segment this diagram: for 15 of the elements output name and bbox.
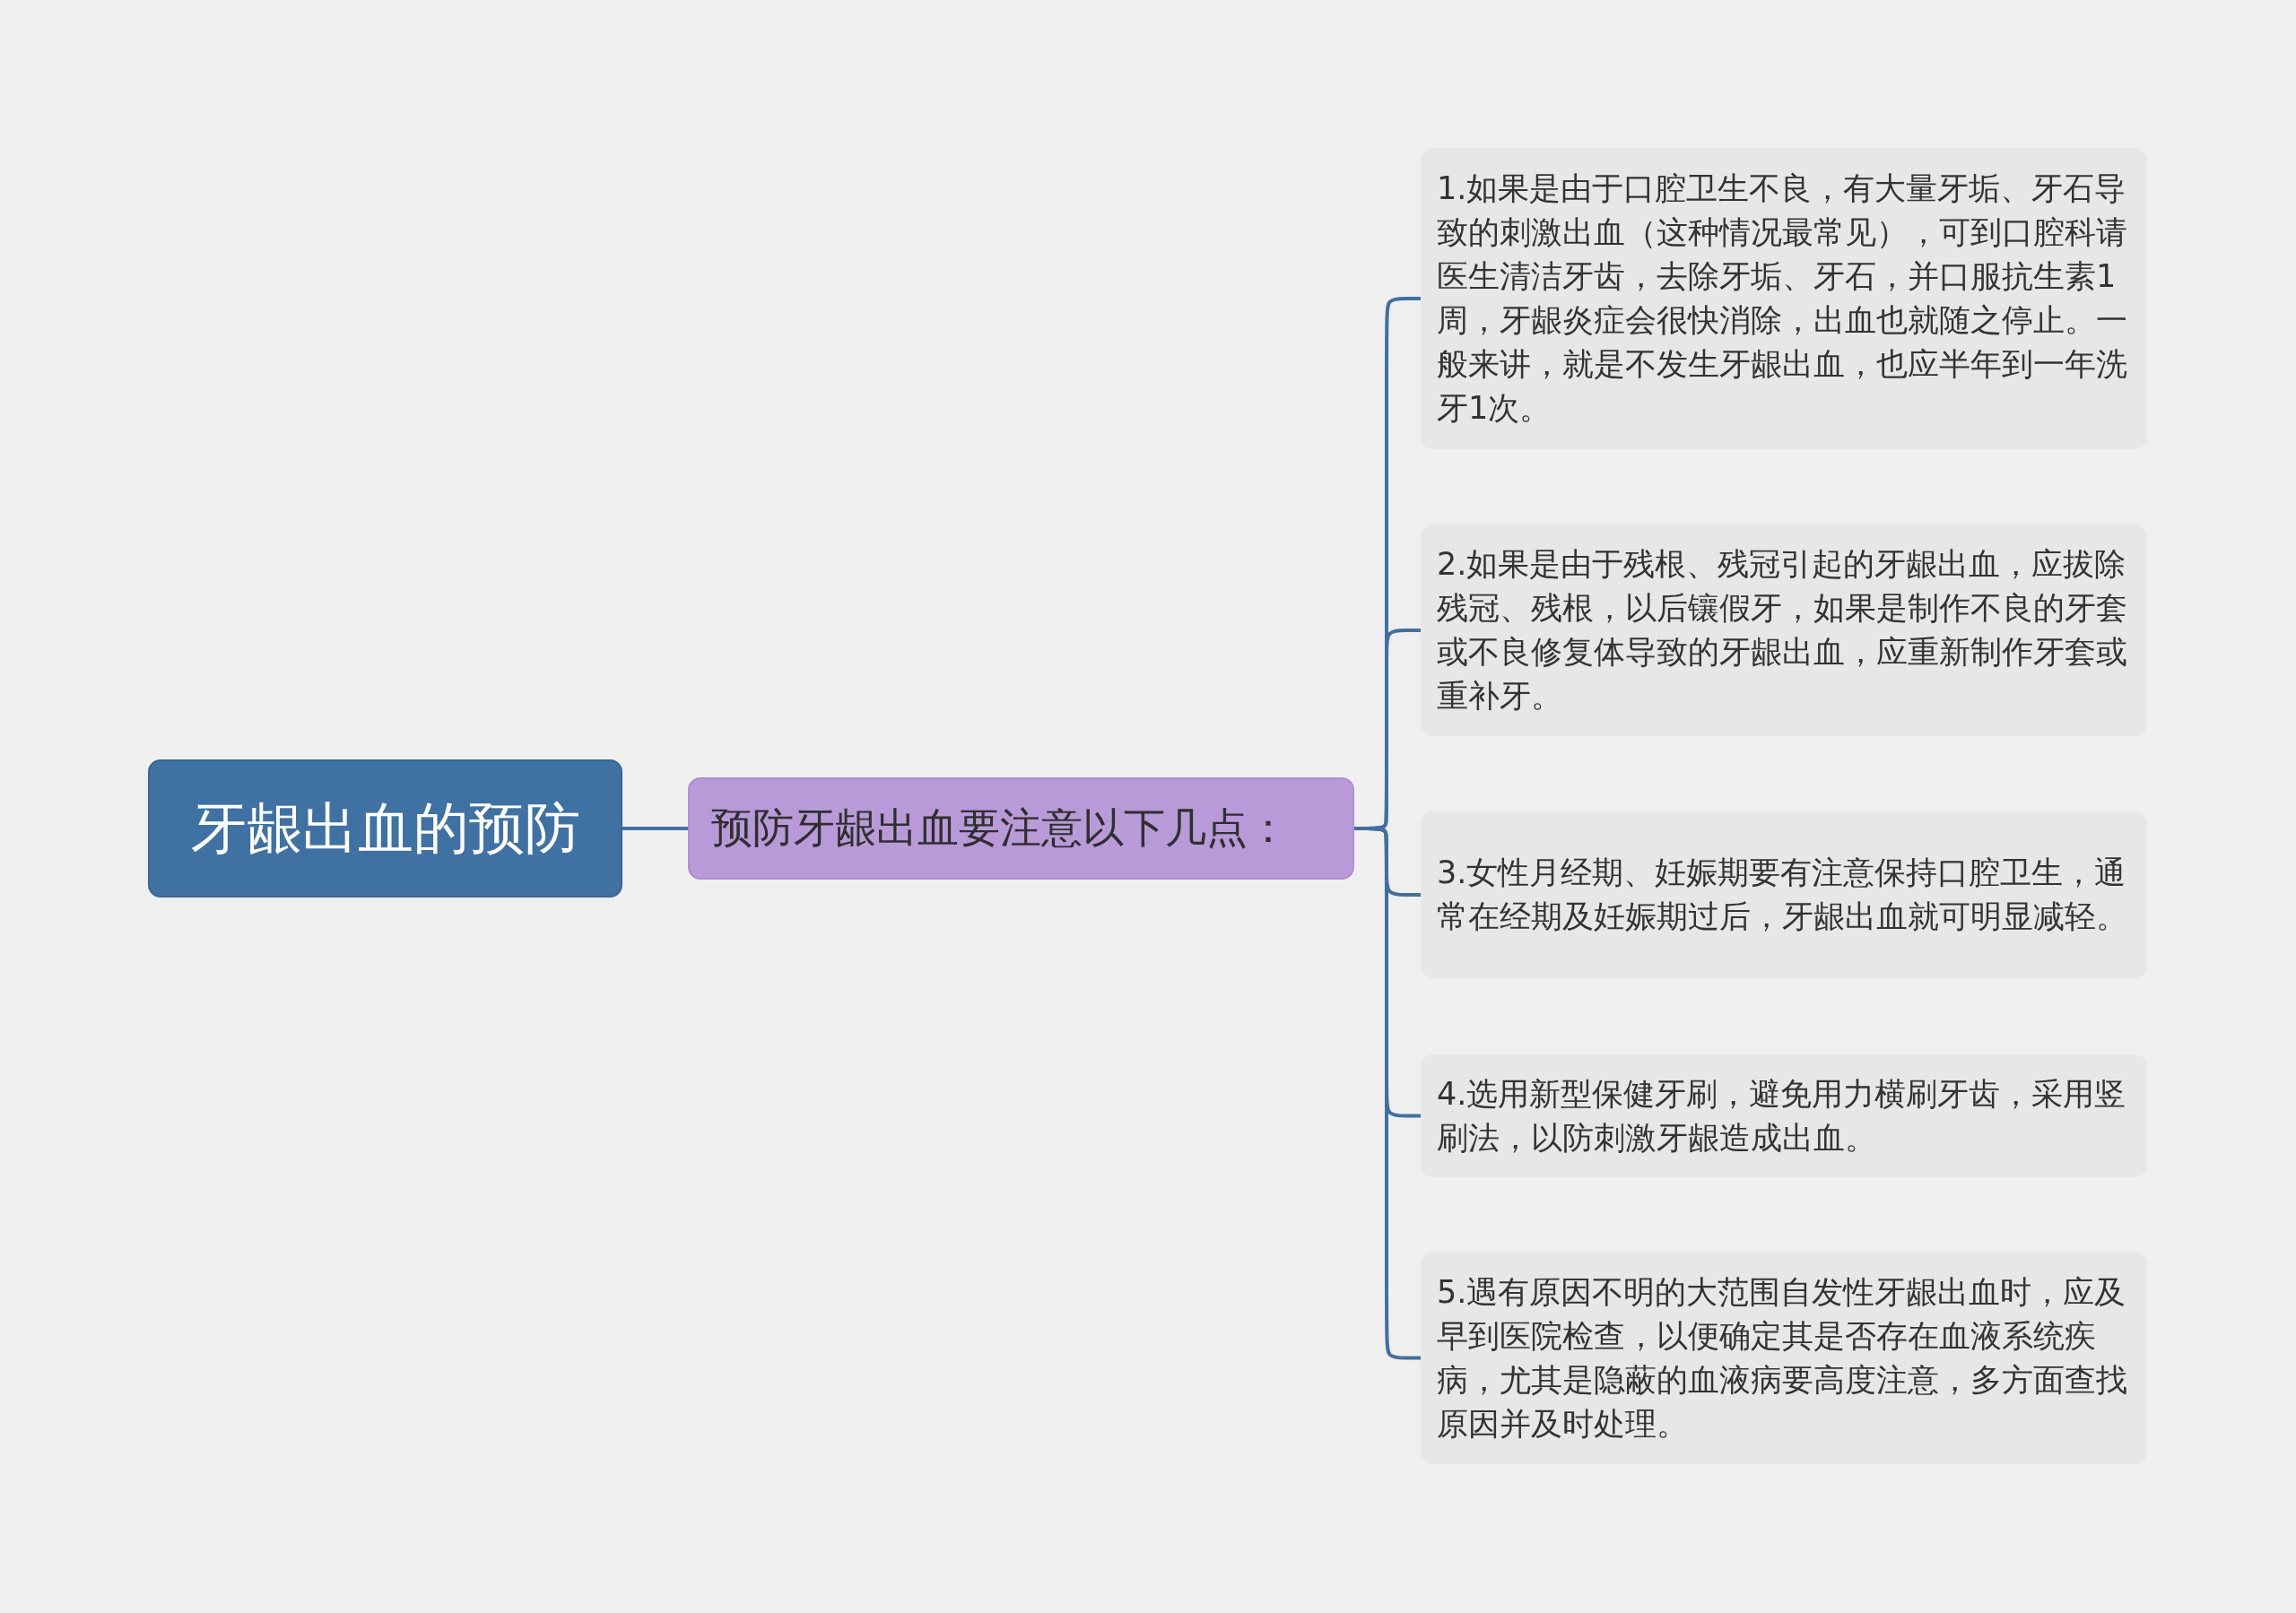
detail-box xyxy=(1421,148,2147,449)
topic-text: 预防牙龈出血要注意以下几点： xyxy=(711,802,1289,854)
topic-text: 3.女性月经期、妊娠期要有注意保持口腔卫生，通常在经期及妊娠期过后，牙龈出血就可明显减轻。 xyxy=(1437,854,2128,936)
detail-box xyxy=(1421,811,2147,978)
detail-box xyxy=(1421,1054,2147,1177)
topic-text: 5.遇有原因不明的大范围自发性牙龈出血时，应及早到医院检查，以便确定其是否存在血液系统疾病，尤其是隐蔽的血液病要高度注意，多方面查找原因并及时处理。 xyxy=(1437,1272,2128,1444)
detail-box xyxy=(1421,525,2147,736)
topic-text: 牙龈出血的预防 xyxy=(190,794,580,863)
subtopic-box xyxy=(688,777,1354,880)
detail-box xyxy=(1421,1252,2147,1464)
root-topic-box xyxy=(148,759,622,898)
topic-text: 2.如果是由于残根、残冠引起的牙龈出血，应拔除残冠、残根，以后镶假牙，如果是制作不良的牙套或不良修复体导致的牙龈出血，应重新制作牙套或重补牙。 xyxy=(1437,545,2128,715)
topic-text: 1.如果是由于口腔卫生不良，有大量牙垢、牙石导致的刺激出血（这种情况最常见），可到口腔科请医生清洁牙齿，去除牙垢、牙石，并口服抗生素1周，牙龈炎症会很快消除，出血也就随之停止。一般来讲，就是不发生牙龈出血，也应半年到一年洗牙1次。 xyxy=(1437,169,2128,428)
connector-line xyxy=(622,827,688,830)
topic-text: 4.选用新型保健牙刷，避免用力横刷牙齿，采用竖刷法，以防刺激牙龈造成出血。 xyxy=(1437,1074,2127,1158)
